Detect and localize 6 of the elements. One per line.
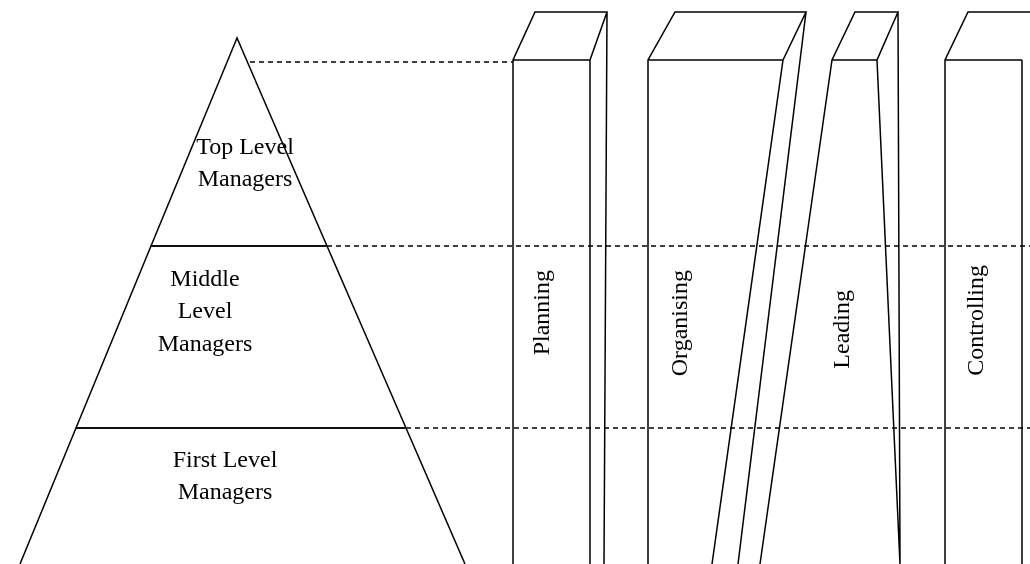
manager-level-label: First Level Managers xyxy=(171,445,279,507)
manager-level-label: Middle Level Managers xyxy=(156,264,254,358)
function-label: Leading xyxy=(828,290,855,369)
function-label: Planning xyxy=(528,270,555,356)
function-label: Controlling xyxy=(962,265,989,376)
function-label: Organising xyxy=(666,270,693,377)
